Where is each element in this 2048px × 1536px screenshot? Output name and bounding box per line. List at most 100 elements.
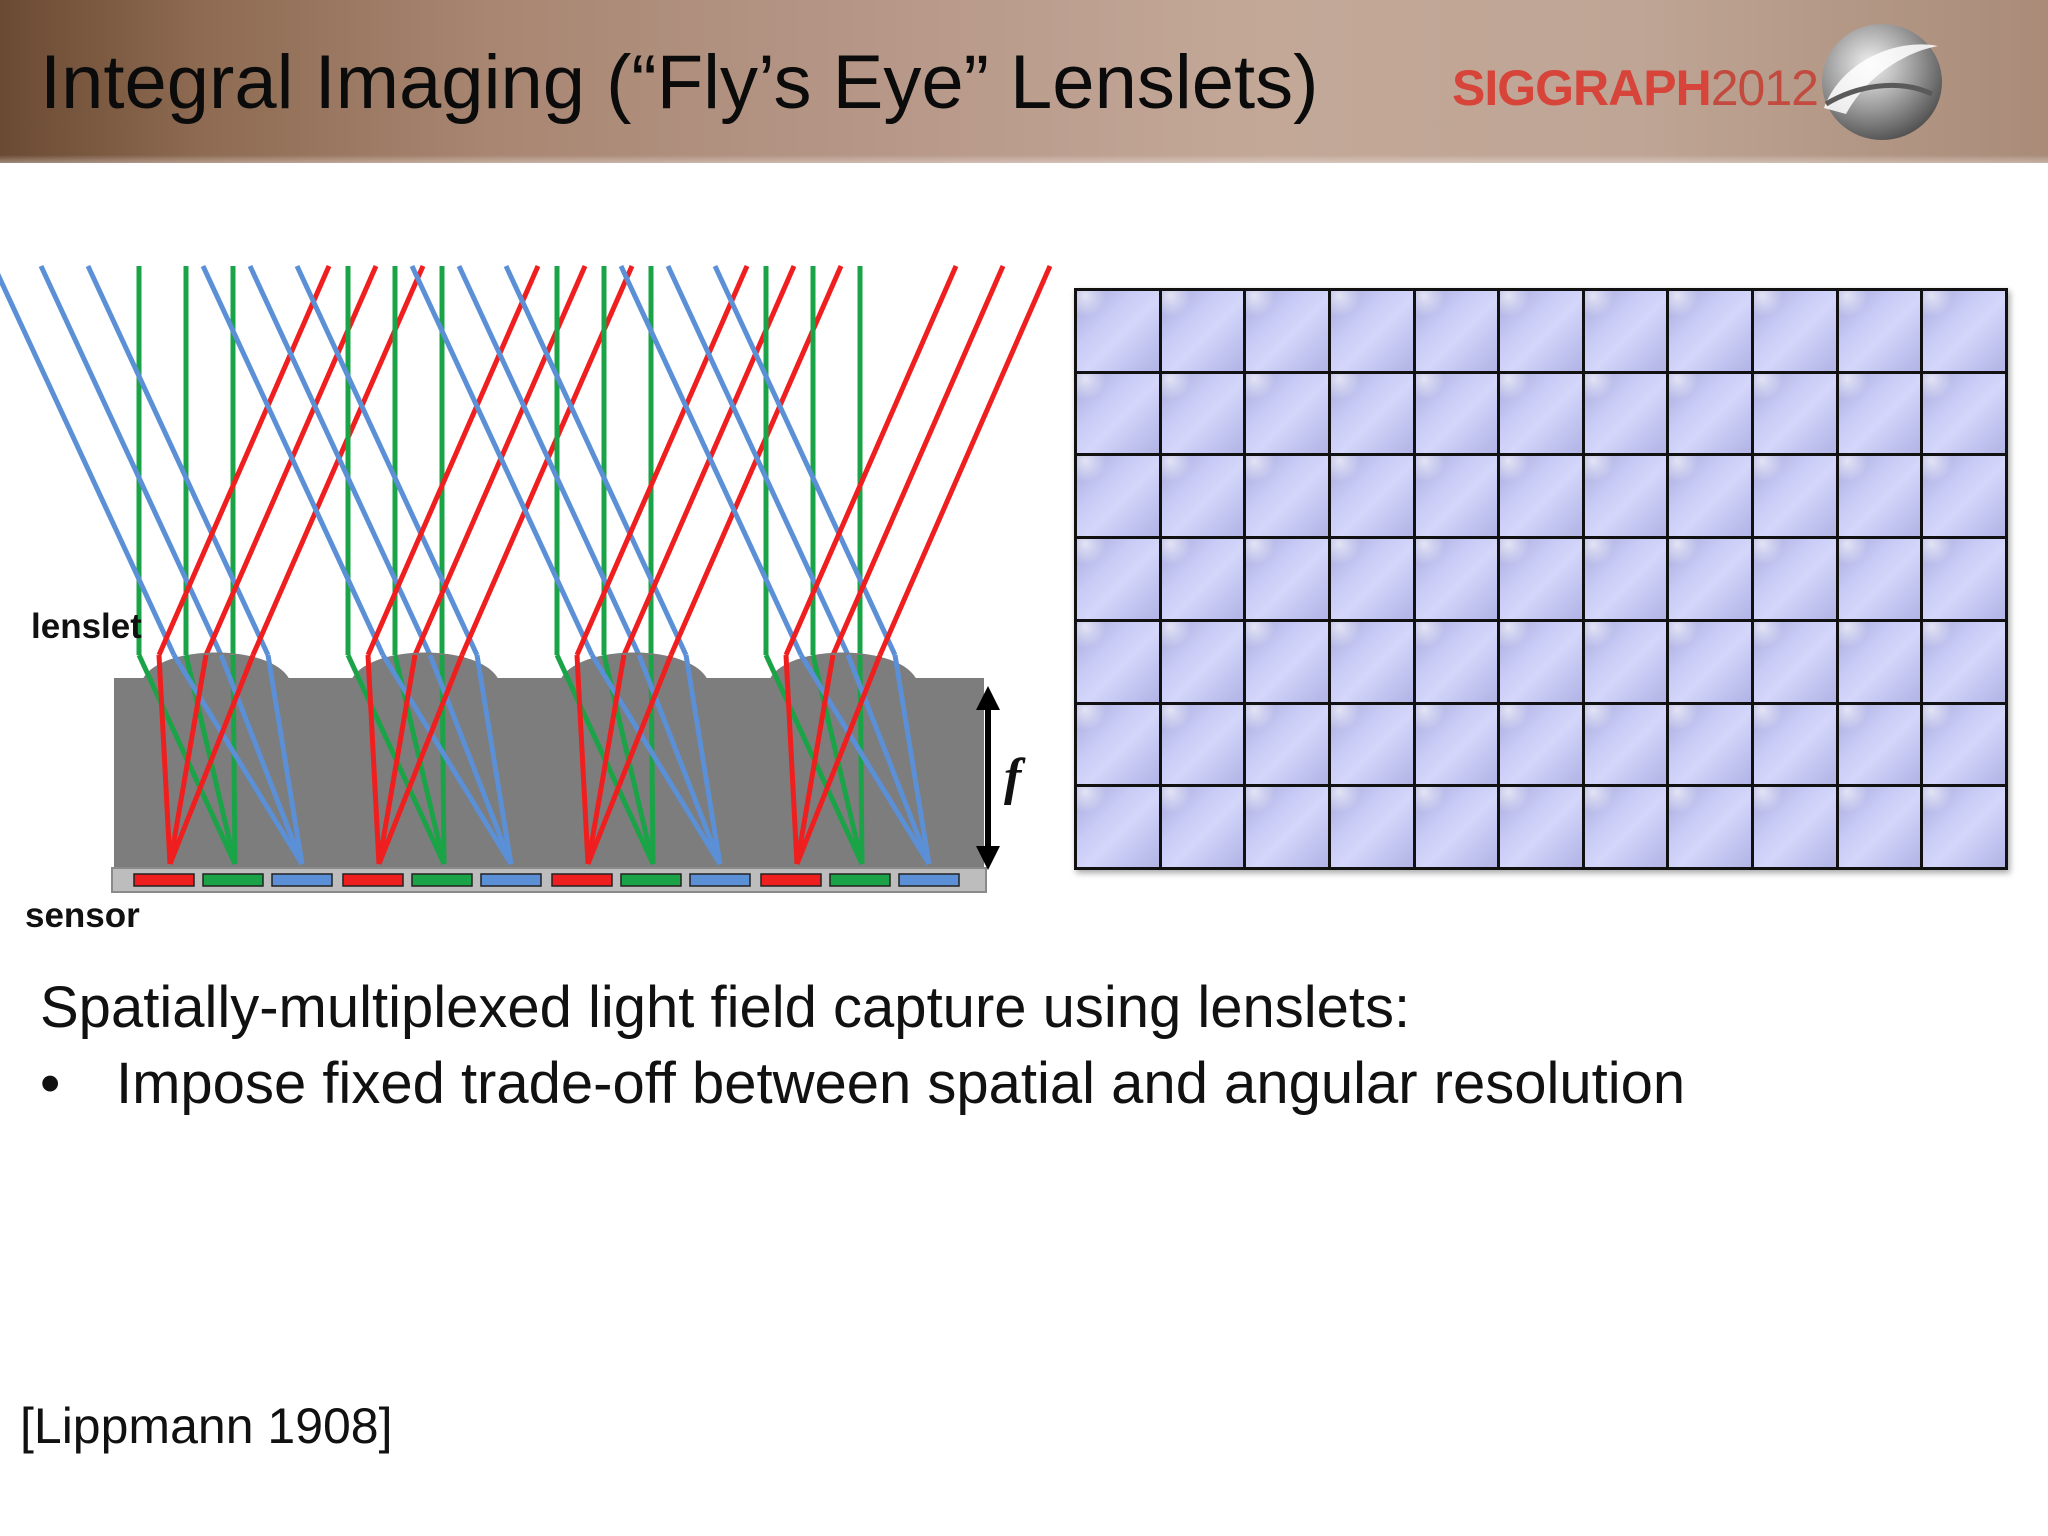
grid-tile (1161, 456, 1244, 537)
red-ray (365, 264, 541, 657)
grid-tile (1669, 456, 1752, 537)
grid-tile (1330, 787, 1413, 867)
bullet-item: •Impose fixed trade-off between spatial … (40, 1046, 1685, 1122)
grid-tile (1838, 539, 1921, 619)
grid-tile (1923, 621, 2005, 702)
red-ray (574, 264, 750, 657)
grid-tile (1923, 456, 2005, 537)
brand-name: SIGGRAPH (1452, 60, 1712, 116)
grid-tile (1500, 704, 1582, 785)
refracted-ray-group (136, 653, 932, 866)
grid-tile (1754, 787, 1836, 867)
grid-tile (1330, 539, 1413, 619)
grid-tile (1330, 291, 1413, 371)
blue-ray-refracted (171, 653, 305, 866)
grid-tile (1415, 291, 1498, 371)
grid-tile (1923, 787, 2005, 867)
grid-tile (1838, 373, 1921, 454)
grid-tile (1584, 787, 1667, 867)
body-line: Spatially-multiplexed light field captur… (40, 975, 1411, 1040)
grid-tile (1330, 704, 1413, 785)
blue-ray (85, 264, 271, 657)
grid-tile (1754, 704, 1836, 785)
grid-tile (1584, 373, 1667, 454)
grid-tile (1923, 373, 2005, 454)
green-sensor-pixel (202, 873, 264, 887)
grid-tile (1161, 539, 1244, 619)
grid-tile (1754, 373, 1836, 454)
grid-tile (1077, 539, 1159, 619)
sensor-label: sensor (25, 896, 140, 935)
grid-tile (1246, 373, 1328, 454)
red-ray (156, 264, 332, 657)
blue-ray-refracted (380, 653, 514, 866)
grid-tile (1923, 539, 2005, 619)
blue-ray-refracted (218, 654, 305, 865)
grid-tile (1077, 787, 1159, 867)
grid-tile (1161, 373, 1244, 454)
blue-ray-refracted (845, 654, 932, 865)
blue-ray (0, 273, 177, 657)
grid-tile (1246, 291, 1328, 371)
grid-tile (1415, 787, 1498, 867)
grid-tile (1330, 621, 1413, 702)
blue-ray (618, 264, 804, 657)
grid-tile (1161, 621, 1244, 702)
lenslet-diagram (0, 264, 1053, 893)
blue-ray (712, 264, 898, 657)
green-sensor-pixel (829, 873, 891, 887)
red-ray-refracted (365, 654, 382, 865)
grid-tile (1923, 704, 2005, 785)
blue-ray (456, 264, 642, 657)
grid-tile (1077, 621, 1159, 702)
blue-ray-refracted (265, 654, 305, 865)
blue-ray-refracted (636, 654, 723, 865)
grid-tile (1669, 704, 1752, 785)
focal-length-label: f (1004, 749, 1022, 806)
red-ray-refracted (156, 654, 173, 865)
grid-tile (1669, 787, 1752, 867)
bullet-symbol: • (40, 1051, 61, 1116)
grid-tile (1500, 291, 1582, 371)
red-ray-refracted (574, 654, 591, 865)
grid-tile (1415, 373, 1498, 454)
grid-tile (1584, 621, 1667, 702)
grid-tile (1754, 621, 1836, 702)
grid-tile (1500, 456, 1582, 537)
red-sensor-pixel (133, 873, 195, 887)
grid-tile (1415, 456, 1498, 537)
blue-ray (294, 264, 480, 657)
grid-tile (1838, 291, 1921, 371)
grid-tile (1077, 373, 1159, 454)
grid-tile (1161, 704, 1244, 785)
red-ray (783, 264, 959, 657)
blue-sensor-pixel (898, 873, 960, 887)
grid-tile (1584, 539, 1667, 619)
grid-tile (1669, 621, 1752, 702)
grid-tile (1246, 456, 1328, 537)
sub-aperture-image-grid (1074, 288, 2008, 870)
red-sensor-pixel (760, 873, 822, 887)
lenslet-label: lenslet (31, 607, 142, 646)
grid-tile (1161, 291, 1244, 371)
red-ray-refracted (167, 654, 209, 865)
grid-tile (1500, 539, 1582, 619)
blue-ray (200, 264, 386, 657)
citation: [Lippmann 1908] (20, 1398, 393, 1454)
slide-header-banner (0, 0, 2048, 163)
blue-ray (38, 264, 224, 657)
focal-length-arrow (976, 686, 1000, 870)
grid-tile (1077, 456, 1159, 537)
blue-ray-refracted (474, 654, 514, 865)
grid-tile (1838, 456, 1921, 537)
ray-group (0, 264, 1053, 657)
grid-tile (1246, 621, 1328, 702)
blue-ray-refracted (683, 654, 723, 865)
red-ray-refracted (783, 654, 800, 865)
grid-tile (1246, 787, 1328, 867)
red-ray-refracted (794, 654, 836, 865)
grid-tile (1077, 704, 1159, 785)
red-ray-refracted (794, 654, 883, 865)
grid-tile (1754, 291, 1836, 371)
grid-tile (1077, 291, 1159, 371)
